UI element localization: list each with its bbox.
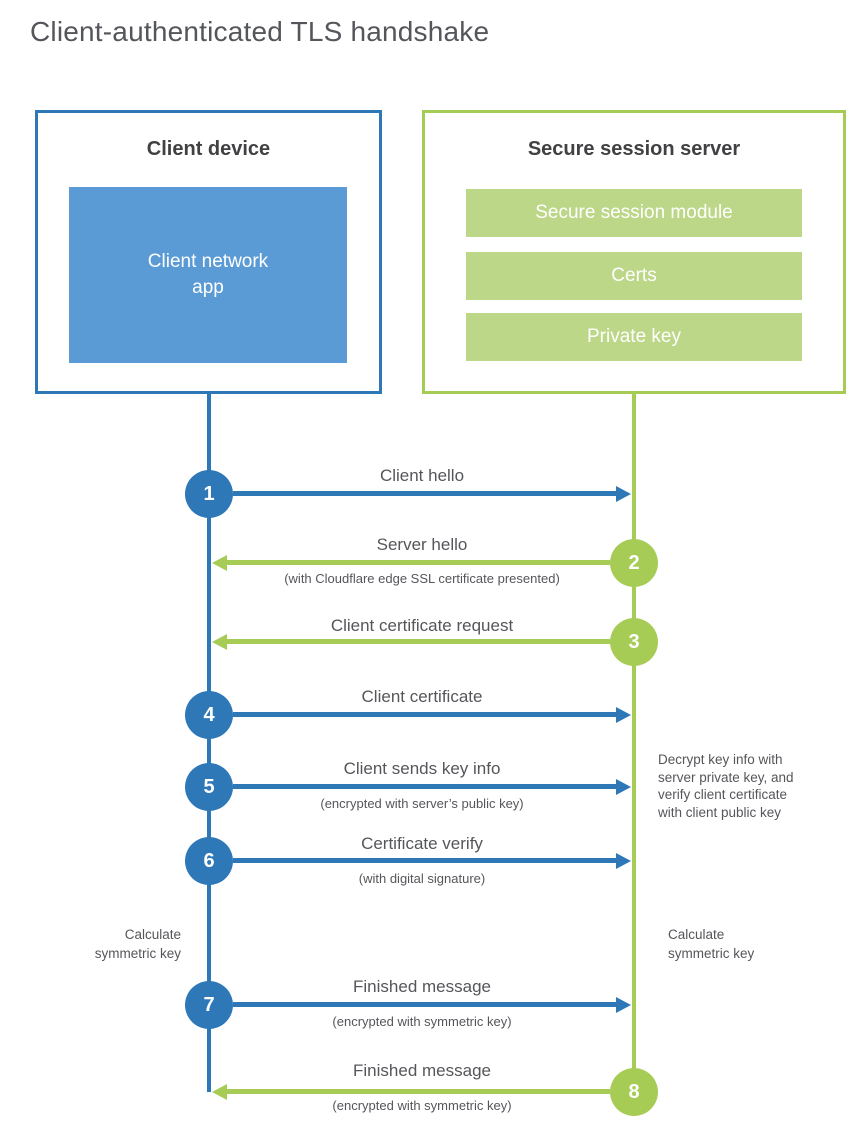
server-module-certs: Certs [466,252,802,300]
message-label-1: Client hello [379,466,465,485]
client-network-app-box: Client network app [69,187,347,363]
message-label-7: Finished message [353,977,491,996]
message-sublabel-6: (with digital signature) [358,871,486,886]
step-circle-5: 5 [185,763,233,811]
client-lifeline [207,394,211,1092]
step-circle-7: 7 [185,981,233,1029]
step-circle-2: 2 [610,539,658,587]
message-label-6: Certificate verify [361,834,483,853]
server-decrypt-note: Decrypt key info with server private key… [658,752,794,820]
message-sublabel-5: (encrypted with server’s public key) [320,796,524,811]
client-device-title: Client device [146,138,271,160]
message-label-3: Client certificate request [330,616,514,635]
arrow-client-certificate-request [212,633,610,650]
step-circle-1: 1 [185,470,233,518]
message-sublabel-7: (encrypted with symmetric key) [332,1014,512,1029]
arrow-finished-message-client [233,996,631,1013]
client-calculate-symmetric-key-note: Calculate symmetric key [94,927,181,961]
message-sublabel-2: (with Cloudflare edge SSL certificate pr… [284,571,560,586]
message-label-8: Finished message [353,1061,491,1080]
arrow-certificate-verify [233,852,631,869]
server-module-secure-session: Secure session module [466,189,802,237]
server-module-private-key: Private key [466,313,802,361]
arrow-finished-message-server [212,1083,610,1100]
arrow-client-hello [233,485,631,502]
page-title: Client-authenticated TLS handshake [30,16,490,47]
arrow-server-hello [212,554,610,571]
server-calculate-symmetric-key-note: Calculate symmetric key [668,927,755,961]
secure-session-server-title: Secure session server [527,138,741,160]
message-sublabel-8: (encrypted with symmetric key) [332,1098,512,1113]
message-label-4: Client certificate [361,687,483,706]
step-circle-6: 6 [185,837,233,885]
arrow-client-sends-key-info [233,778,631,795]
step-circle-8: 8 [610,1068,658,1116]
arrow-client-certificate [233,706,631,723]
step-circle-3: 3 [610,618,658,666]
message-label-5: Client sends key info [343,759,501,778]
message-label-2: Server hello [376,535,468,554]
server-lifeline [632,394,636,1092]
step-circle-4: 4 [185,691,233,739]
